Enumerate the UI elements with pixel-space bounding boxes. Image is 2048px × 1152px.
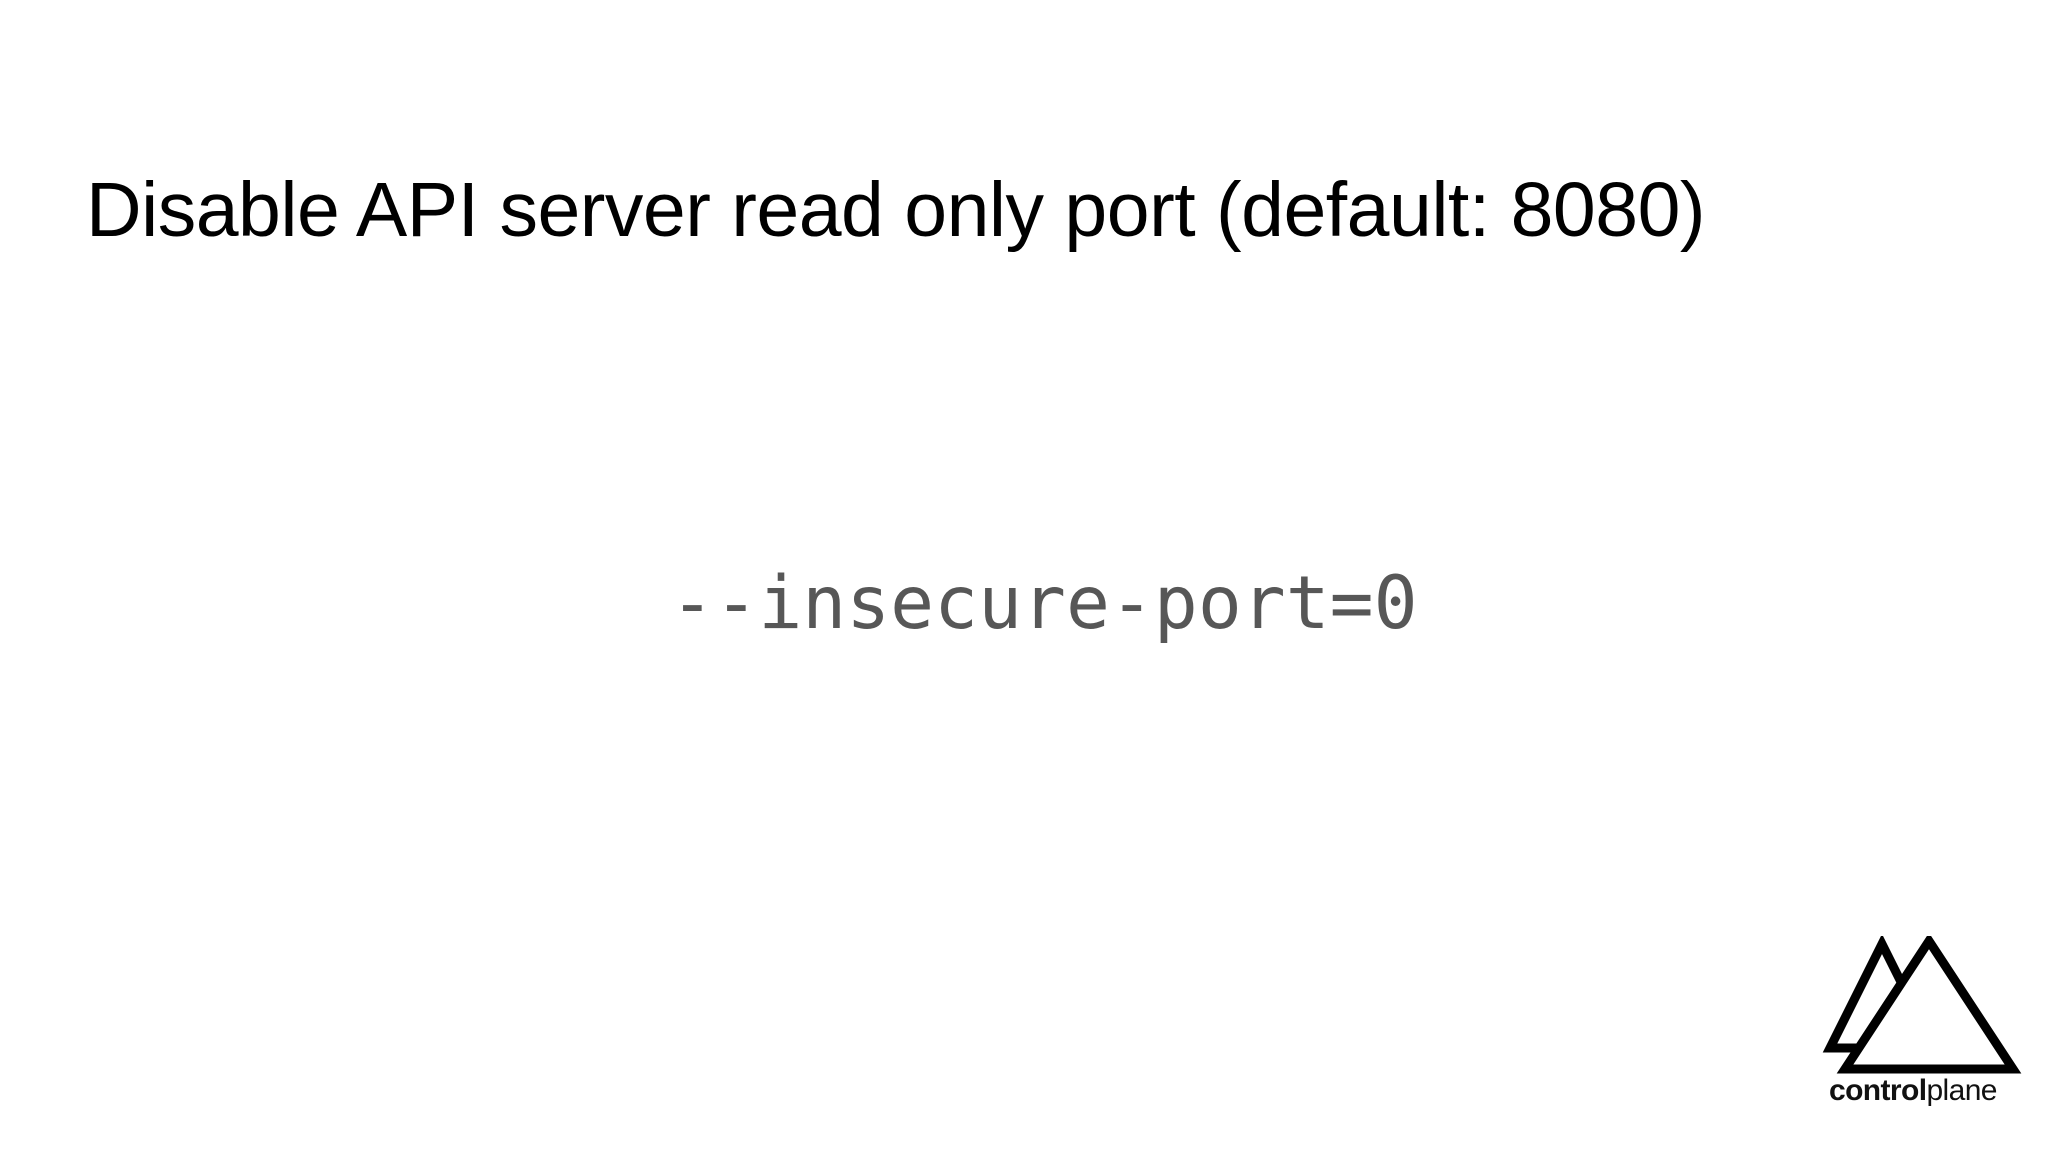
logo-wordmark: controlplane xyxy=(1829,1076,1997,1106)
logo-wordmark-plane: plane xyxy=(1926,1074,1997,1107)
command-flag-text: --insecure-port=0 xyxy=(670,561,1418,646)
two-mountain-triangles-icon xyxy=(1822,936,2022,1074)
page-title: Disable API server read only port (defau… xyxy=(86,166,1706,253)
logo-triangle-front xyxy=(1836,936,2022,1074)
logo-wordmark-control: control xyxy=(1829,1074,1927,1107)
code-block: --insecure-port=0 xyxy=(0,562,2048,646)
controlplane-logo: controlplane xyxy=(1822,936,2032,1116)
